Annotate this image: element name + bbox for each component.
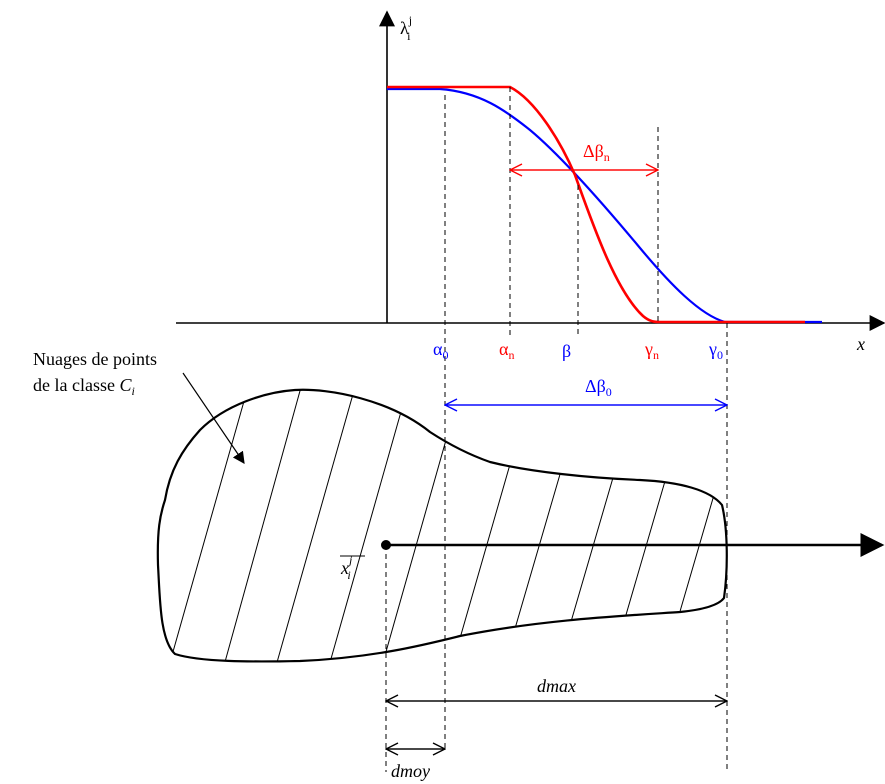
centroid-point <box>381 540 391 550</box>
tick-gamman: γn <box>644 339 659 362</box>
cloud-pointer-arrow <box>183 373 244 463</box>
tick-alphan: αn <box>499 339 514 362</box>
x-axis-label: x <box>856 334 865 354</box>
plot-axes <box>176 12 884 323</box>
tick-beta: β <box>562 341 571 361</box>
point-cloud-outline <box>158 390 727 662</box>
delta-beta-n-label: Δβn <box>583 141 610 164</box>
cloud-hatching <box>165 380 730 680</box>
delta-beta-0-label: Δβ0 <box>585 376 612 399</box>
blue-membership-curve <box>387 89 822 322</box>
cloud-label-line1: Nuages de points <box>33 349 157 369</box>
tick-alpha0: α0 <box>433 339 448 362</box>
red-membership-curve <box>387 87 805 322</box>
dashed-guides <box>386 87 727 772</box>
dmoy-label: dmoy <box>391 761 430 781</box>
cloud-label-line2: de la classe Ci <box>33 375 135 398</box>
dmax-label: dmax <box>537 676 576 696</box>
tick-gamma0: γ0 <box>708 339 723 362</box>
